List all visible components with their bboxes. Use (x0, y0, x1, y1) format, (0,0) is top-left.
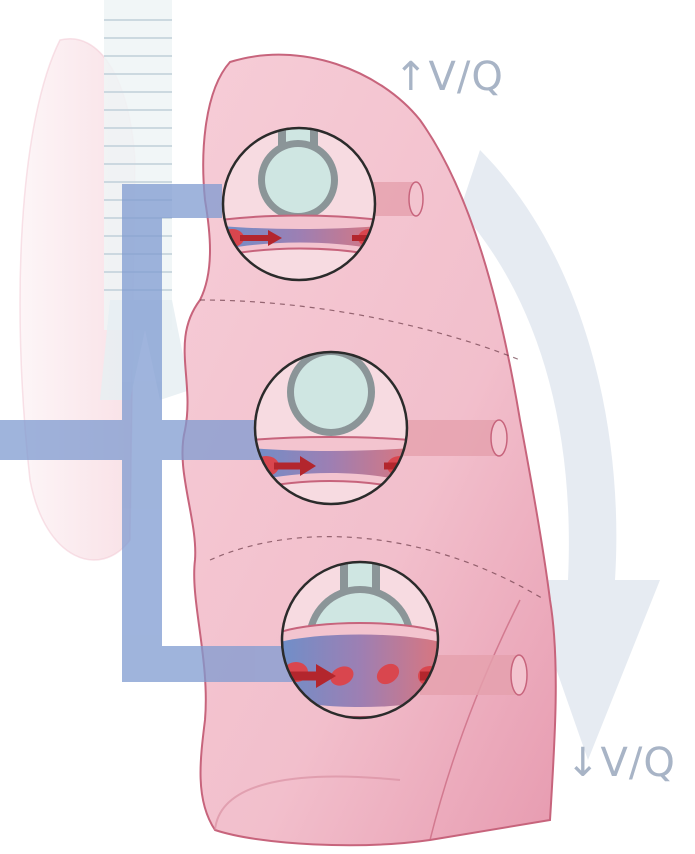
low-vq-label: ↓V/Q (566, 740, 676, 786)
high-vq-label: ↑V/Q (394, 54, 504, 100)
